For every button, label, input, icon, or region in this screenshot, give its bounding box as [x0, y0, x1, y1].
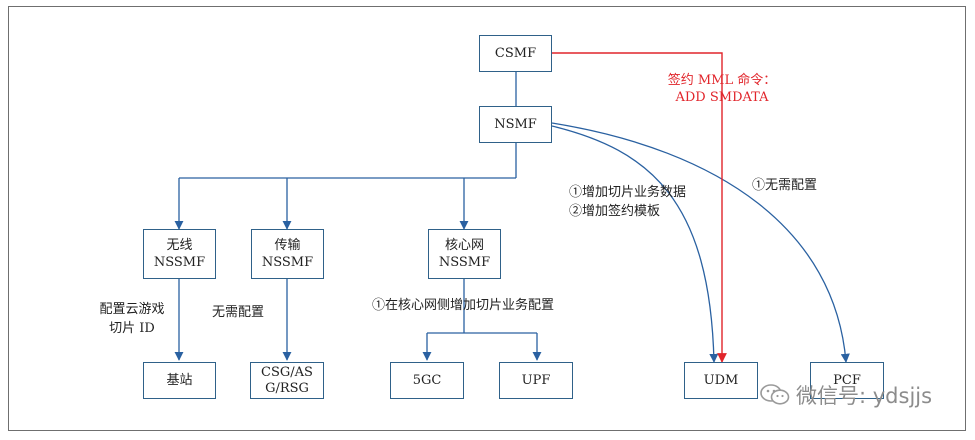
node-csg-label-2: G/RSG — [265, 380, 309, 396]
node-pcf-label: PCF — [833, 373, 861, 388]
node-base-station: 基站 — [143, 362, 216, 399]
cn-config-label: ①在核心网侧增加切片业务配置 — [372, 298, 555, 313]
mml-label-line-2: ADD SMDATA — [675, 90, 769, 105]
ran-config-line-2: 切片 ID — [109, 321, 155, 336]
node-5gc: 5GC — [390, 362, 464, 399]
node-csg-label-1: CSG/AS — [261, 364, 313, 380]
node-upf-label: UPF — [521, 373, 551, 388]
mml-command-label: 签约 MML 命令： ADD SMDATA — [662, 72, 782, 106]
watermark-text: 微信号: ydsjjs — [796, 384, 933, 408]
node-cn-label-2: NSSMF — [438, 255, 491, 270]
node-5gc-label: 5GC — [412, 373, 442, 388]
udm-step-1: ①增加切片业务数据 — [569, 185, 687, 200]
node-pcf: PCF — [810, 362, 884, 399]
arrow-nsmf-pcf — [551, 122, 850, 363]
node-cn-nssmf: 核心网 NSSMF — [428, 229, 501, 279]
wechat-watermark: 微信号: ydsjjs — [760, 380, 932, 410]
ran-config-label: 配置云游戏 切片 ID — [86, 300, 178, 338]
node-csmf: CSMF — [479, 35, 552, 72]
node-tn-nssmf: 传输 NSSMF — [251, 229, 324, 279]
node-upf: UPF — [499, 362, 573, 399]
node-ran-nssmf: 无线 NSSMF — [143, 229, 216, 279]
node-ran-label-2: NSSMF — [153, 255, 206, 270]
arrow-nsmf-udm — [551, 125, 719, 363]
diagram-frame — [8, 6, 966, 431]
node-nsmf-label: NSMF — [494, 117, 537, 132]
udm-step-2: ②增加签约模板 — [569, 204, 661, 219]
node-ran-label-1: 无线 — [166, 238, 193, 253]
node-udm: UDM — [684, 362, 758, 399]
wechat-icon — [760, 383, 790, 407]
node-nsmf: NSMF — [479, 106, 552, 143]
udm-steps-label: ①增加切片业务数据 ②增加签约模板 — [569, 183, 686, 221]
node-udm-label: UDM — [703, 373, 739, 388]
node-bs-label: 基站 — [166, 373, 193, 388]
arrow-csmf-udm-red — [552, 52, 727, 363]
node-csmf-label: CSMF — [494, 46, 537, 61]
node-tn-label-1: 传输 — [274, 238, 301, 253]
ran-config-line-1: 配置云游戏 — [99, 302, 165, 317]
tn-config-label: 无需配置 — [212, 305, 265, 320]
node-tn-label-2: NSSMF — [261, 255, 314, 270]
node-csg: CSG/AS G/RSG — [250, 362, 324, 399]
node-cn-label-1: 核心网 — [444, 238, 484, 253]
mml-label-line-1: 签约 MML 命令： — [667, 73, 777, 88]
pcf-config-label: ①无需配置 — [752, 178, 818, 193]
